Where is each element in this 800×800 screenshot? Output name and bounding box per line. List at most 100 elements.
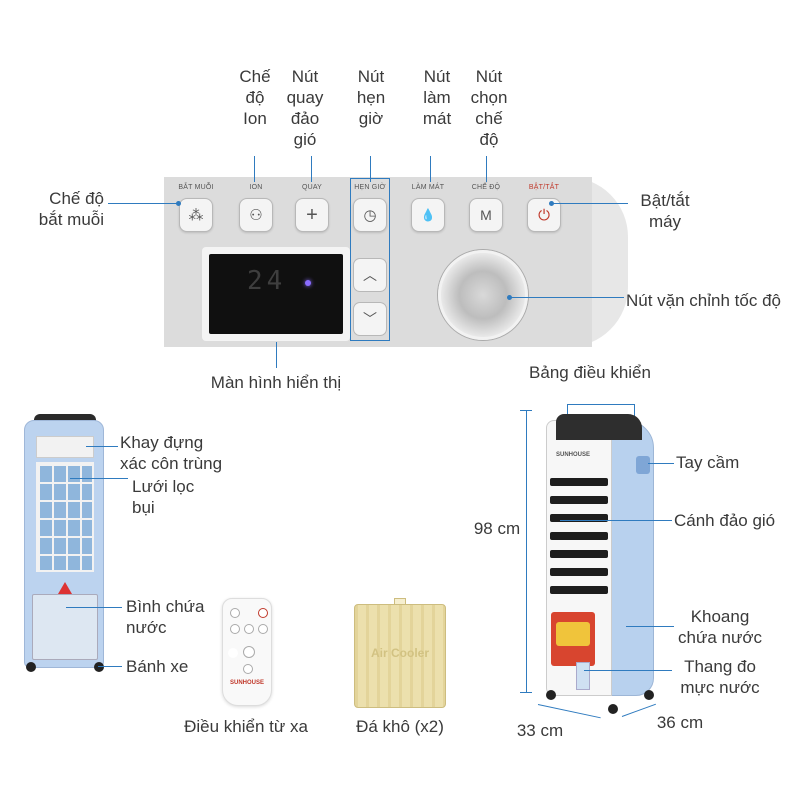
label-depth: 36 cm: [656, 713, 704, 732]
panel-label-timer: HẸN GIỜ: [354, 184, 386, 191]
label-louvers: Cánh đảo gió: [674, 511, 776, 530]
wheel-icon: [608, 704, 618, 714]
wheel-icon: [644, 690, 654, 700]
louver: [550, 568, 608, 576]
mode-icon: [243, 646, 255, 658]
callout-line-cooling: [430, 156, 431, 182]
louver: [550, 586, 608, 594]
cooling-icon: 💧: [420, 208, 436, 222]
panel-label-swing: QUAY: [301, 184, 323, 191]
mode-button[interactable]: M: [469, 198, 503, 232]
panel-label-ion: ION: [249, 184, 263, 191]
handle: [636, 456, 650, 474]
callout-line-knob: [510, 297, 624, 298]
label-width: 33 cm: [516, 721, 564, 740]
label-swing-button: Nút quay đảo gió: [286, 67, 324, 149]
height-dimension-cap: [520, 410, 532, 411]
warning-icon: [58, 582, 72, 594]
status-led: [305, 280, 311, 286]
lcd-display: 24: [202, 247, 350, 341]
label-power: Bật/tắt máy: [640, 191, 690, 231]
timer-button[interactable]: ◷: [353, 198, 387, 232]
swing-button[interactable]: +: [295, 198, 329, 232]
speed-knob[interactable]: [438, 250, 528, 340]
control-panel-bracket: [567, 404, 635, 418]
mosquito-icon: ⁂: [188, 207, 204, 224]
label-dust-filter: Lưới lọc bụi: [132, 477, 195, 517]
callout-line-handle: [648, 463, 674, 464]
callout-line-louvers: [560, 520, 672, 521]
callout-line-ion: [254, 156, 255, 182]
swing-icon: +: [306, 203, 318, 226]
label-mode-button: Nút chọn chế độ: [470, 67, 508, 149]
callout-line-power: [552, 203, 628, 204]
label-water-compartment: Khoang chứa nước: [678, 607, 762, 647]
label-display: Màn hình hiển thị: [210, 373, 342, 392]
label-insect-tray: Khay đựng xác côn trùng: [120, 433, 223, 473]
wheel-icon: [546, 690, 556, 700]
label-ice-pack: Đá khô (x2): [356, 717, 444, 736]
remote-button: [258, 624, 268, 634]
fan-icon: [230, 608, 240, 618]
louver: [550, 550, 608, 558]
water-level-gauge: [576, 662, 590, 690]
label-remote: Điều khiển từ xa: [184, 717, 308, 736]
timer-icon: ◷: [363, 207, 377, 224]
label-control-panel: Bảng điều khiển: [529, 363, 651, 382]
callout-line-tray: [86, 446, 118, 447]
callout-line-wheels: [98, 666, 122, 667]
chevron-down-icon: ﹀: [363, 311, 377, 327]
louver: [550, 478, 608, 486]
temperature-readout: 24: [247, 266, 287, 296]
timer-down-button[interactable]: ﹀: [353, 302, 387, 336]
insect-tray: [36, 436, 94, 458]
mosquito-button[interactable]: ⁂: [179, 198, 213, 232]
width-dimension-line: [537, 704, 601, 719]
timer-up-button[interactable]: ︿: [353, 258, 387, 292]
panel-label-cooling: LÀM MÁT: [411, 184, 445, 191]
callout-line-timer: [370, 156, 371, 182]
label-wheels: Bánh xe: [126, 657, 189, 676]
callout-dot-knob: [507, 295, 512, 300]
ice-pack: [354, 604, 446, 708]
water-tank: [32, 594, 98, 660]
callout-line-mode: [486, 156, 487, 182]
remote-button: [243, 664, 253, 674]
panel-label-power: BẬT/TẮT: [528, 184, 560, 191]
height-dimension-cap: [520, 692, 532, 693]
louver: [550, 514, 608, 522]
label-handle: Tay cầm: [676, 453, 740, 472]
callout-line-compartment: [626, 626, 674, 627]
label-height: 98 cm: [473, 519, 521, 538]
panel-label-mosquito: BẮT MUỖI: [178, 184, 214, 191]
ice-pack-label: Air Cooler: [370, 646, 429, 660]
product-sticker-badge: [556, 622, 590, 646]
power-icon: [258, 608, 268, 618]
cooling-button[interactable]: 💧: [411, 198, 445, 232]
wheel-icon: [94, 662, 104, 672]
callout-line-gauge: [584, 670, 672, 671]
label-water-tank: Bình chứa nước: [126, 597, 205, 637]
label-cooling-button: Nút làm mát: [422, 67, 452, 128]
label-timer-button: Nút hẹn giờ: [356, 67, 386, 128]
mode-icon: M: [480, 207, 492, 223]
callout-line-swing: [311, 156, 312, 182]
remote-button: [230, 624, 240, 634]
label-water-gauge: Thang đo mực nước: [680, 657, 760, 697]
remote-button: [244, 624, 254, 634]
label-speed-knob: Nút vặn chỉnh tốc độ: [626, 291, 781, 310]
panel-label-mode: CHẾ ĐỘ: [471, 184, 501, 191]
callout-line-display: [276, 342, 277, 368]
callout-line-mosquito: [108, 203, 178, 204]
right-cooler-brand: SUNHOUSE: [556, 452, 591, 458]
right-cooler-top: [556, 414, 642, 440]
ion-button[interactable]: ⚇: [239, 198, 273, 232]
louver: [550, 496, 608, 504]
label-ion-mode: Chế độ Ion: [239, 67, 271, 128]
dust-filter: [36, 462, 94, 572]
louver: [550, 532, 608, 540]
remote-button: [228, 648, 238, 658]
wheel-icon: [26, 662, 36, 672]
ion-icon: ⚇: [249, 207, 263, 224]
power-icon: ⏻: [538, 206, 550, 224]
